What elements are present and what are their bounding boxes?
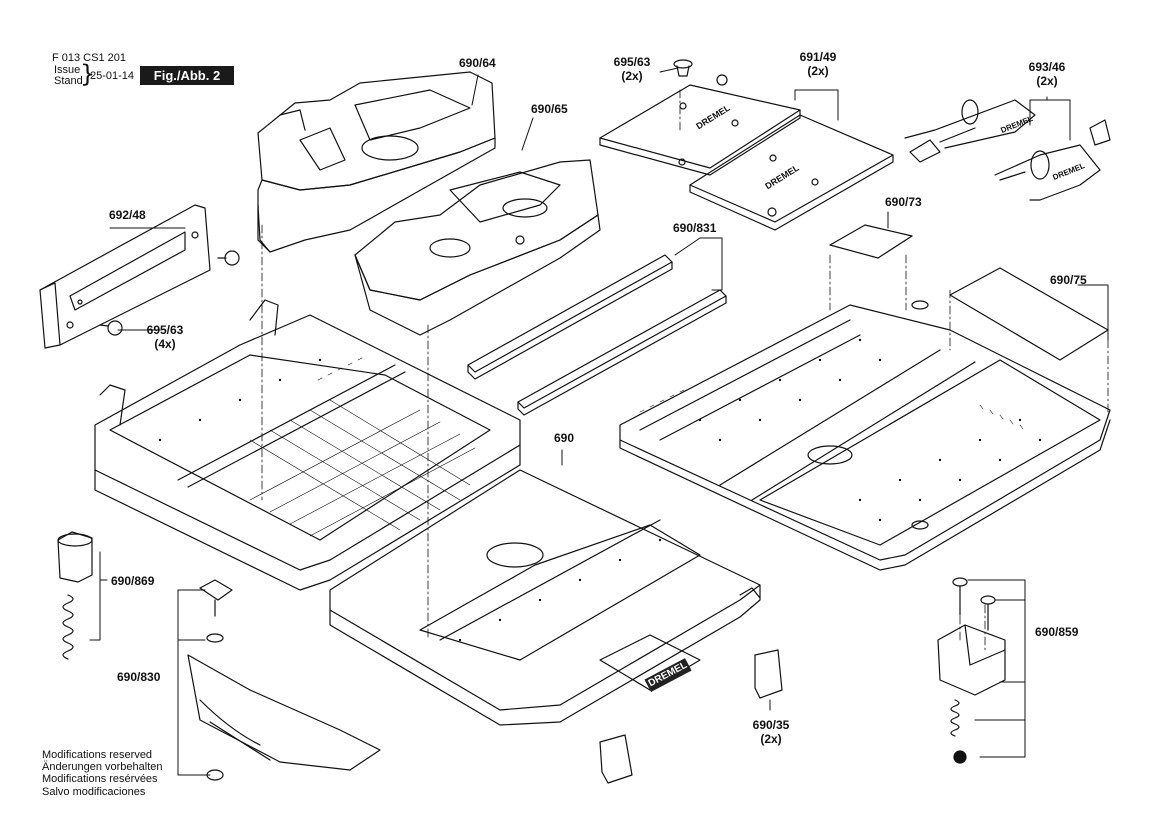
part-qty: (4x) bbox=[154, 337, 176, 351]
scale-ticks bbox=[317, 357, 1024, 430]
note-line: Salvo modificaciones bbox=[42, 785, 146, 798]
table-dots bbox=[158, 338, 1042, 642]
table-assembly bbox=[619, 300, 1111, 571]
issue-label: Issue bbox=[54, 64, 81, 76]
table-plate-691-49-b bbox=[689, 114, 894, 231]
part-690-869 bbox=[57, 531, 93, 660]
part-label-695-63-top: 695/63 (2x) bbox=[612, 55, 652, 83]
part-qty: (2x) bbox=[807, 64, 829, 78]
leader-lines bbox=[89, 67, 1109, 776]
stand-label: Stand bbox=[54, 75, 83, 87]
part-id: 695/63 bbox=[613, 55, 651, 69]
miter-gauge-690-830 bbox=[187, 579, 381, 781]
clamp-693-46-a bbox=[904, 99, 1036, 163]
note-line: Modifications reserved bbox=[42, 749, 153, 761]
assembly-axes bbox=[261, 89, 1109, 651]
label-sheet-690-75 bbox=[949, 267, 1109, 361]
part-label-690-831: 690/831 bbox=[673, 221, 717, 235]
part-id: 695/63 bbox=[146, 323, 184, 337]
part-label-690-65: 690/65 bbox=[531, 102, 568, 116]
insert-690-65 bbox=[354, 159, 601, 336]
part-label-690-64: 690/64 bbox=[459, 56, 496, 70]
part-qty: (2x) bbox=[1036, 74, 1058, 88]
part-label-692-48: 692/48 bbox=[109, 208, 146, 222]
case-grid bbox=[249, 399, 476, 537]
rail-690-831-a bbox=[467, 254, 673, 380]
case-690-right bbox=[329, 469, 761, 726]
part-label-695-63-side: 695/63 (4x) bbox=[145, 323, 185, 351]
modification-notes: Modifications reserved Änderungen vorbeh… bbox=[42, 749, 162, 798]
rail-690-831-b bbox=[517, 289, 727, 416]
figure-tag: Fig./Abb. 2 bbox=[140, 66, 234, 85]
part-id: 690/35 bbox=[752, 718, 790, 732]
issue-date: 25-01-14 bbox=[90, 70, 135, 82]
label-sheet-690-73 bbox=[829, 224, 913, 259]
part-qty: (2x) bbox=[760, 732, 782, 746]
part-label-690-859: 690/859 bbox=[1035, 625, 1079, 639]
brace-symbol: } bbox=[80, 60, 96, 88]
doc-number: F 013 CS1 201 bbox=[52, 52, 126, 64]
clamp-693-46-b bbox=[994, 119, 1111, 201]
cap-690-35-a bbox=[754, 649, 783, 699]
part-id: 691/49 bbox=[799, 50, 837, 64]
part-label-690: 690 bbox=[554, 431, 575, 445]
part-label-690-35: 690/35 (2x) bbox=[751, 718, 791, 746]
part-id: 693/46 bbox=[1028, 60, 1066, 74]
part-label-690-73: 690/73 bbox=[885, 195, 922, 209]
screw-695-63-top bbox=[673, 59, 693, 77]
part-label-690-830: 690/830 bbox=[117, 670, 161, 684]
part-label-690-869: 690/869 bbox=[111, 574, 155, 588]
leg-assembly-690-859 bbox=[937, 577, 1006, 764]
case-690-left bbox=[94, 299, 521, 591]
fence-692-48 bbox=[39, 204, 211, 349]
part-label-693-46: 693/46 (2x) bbox=[1027, 60, 1067, 88]
cap-690-35-b bbox=[599, 734, 633, 784]
note-line: Änderungen vorbehalten bbox=[42, 761, 163, 774]
part-label-690-75: 690/75 bbox=[1050, 273, 1087, 287]
insert-690-64 bbox=[257, 71, 496, 253]
part-qty: (2x) bbox=[621, 69, 643, 83]
note-line: Modifications resérvées bbox=[42, 773, 158, 786]
screws-695-63-side bbox=[99, 250, 240, 336]
part-label-691-49: 691/49 (2x) bbox=[798, 50, 838, 78]
